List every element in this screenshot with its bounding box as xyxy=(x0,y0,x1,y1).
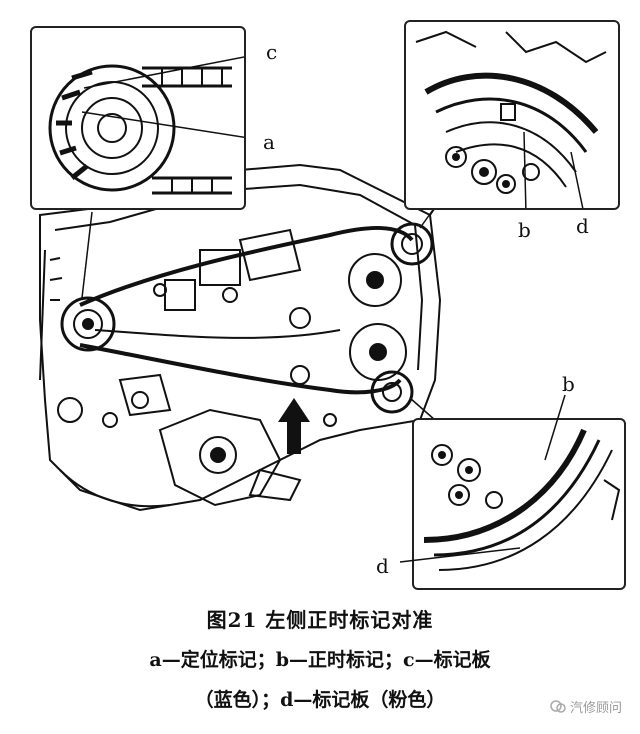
label-d-bottom: d xyxy=(376,554,389,578)
watermark-text: 汽修顾问 xyxy=(569,701,622,716)
engine-timing-diagram: c a xyxy=(30,20,626,590)
callout-exhaust-sprocket xyxy=(412,418,626,590)
engine-front-view xyxy=(39,163,442,512)
crank-sprocket-detail xyxy=(48,56,244,195)
watermark: 汽修顾问 xyxy=(550,697,622,716)
direction-arrow xyxy=(278,398,310,454)
label-c: c xyxy=(266,40,278,64)
label-d-top: d xyxy=(576,214,589,238)
cam-sprocket-detail xyxy=(415,30,607,208)
figure-caption-line2: （蓝色）；d—标记板（粉色） xyxy=(194,689,446,711)
exhaust-sprocket-detail xyxy=(423,428,621,571)
label-b-bottom: b xyxy=(562,372,575,396)
callout-cam-sprocket xyxy=(404,20,620,210)
chat-bubble-icon xyxy=(550,699,566,713)
label-b-top: b xyxy=(518,218,531,242)
label-a: a xyxy=(263,130,275,154)
figure-caption-title: 图21 左侧正时标记对准 xyxy=(206,608,434,632)
figure-caption-line1: a—定位标记；b—正时标记；c—标记板 xyxy=(149,649,491,671)
callout-crank-sprocket xyxy=(30,26,246,210)
